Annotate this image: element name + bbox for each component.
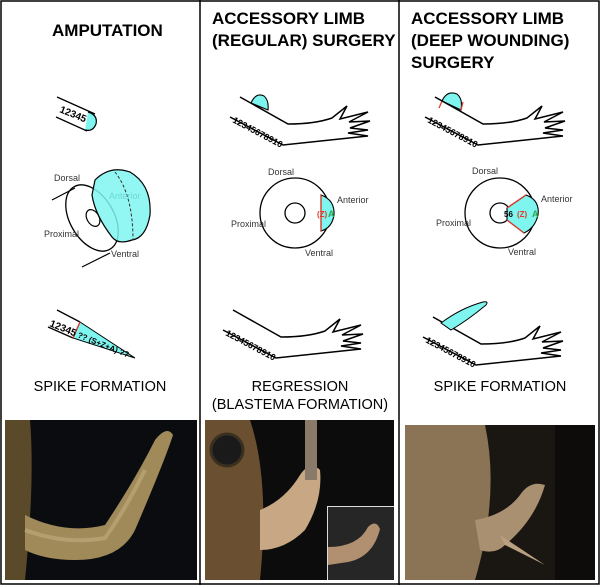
segment-numbers: 12345678910 (424, 335, 477, 370)
photo-amputation-spike (5, 420, 197, 580)
amputation-spike: 12345 ?? (S+Z+A) ?? (47, 309, 136, 360)
title-deep-line2: (DEEP WOUNDING) (411, 31, 569, 50)
label-ventral: Ventral (305, 248, 333, 258)
label-proximal: Proximal (231, 219, 266, 229)
segment-numbers: 12345678910 (426, 115, 479, 150)
label-dorsal: Dorsal (472, 166, 498, 176)
segment-numbers: 12345 (48, 319, 78, 340)
segment-numbers: 12345678910 (231, 115, 284, 150)
spike-label: ?? (S+Z+A) ?? (76, 331, 130, 360)
amputation-cross-section: Dorsal Proximal Ventral Anterior (44, 169, 151, 268)
label-z: (Z) (317, 210, 328, 219)
label-ventral: Ventral (508, 247, 536, 257)
segment-numbers: 12345 (58, 105, 88, 126)
segment-numbers: 12345678910 (224, 328, 277, 363)
label-dorsal: Dorsal (54, 173, 80, 183)
label-z: (Z) (517, 210, 528, 219)
label-anterior: Anterior (337, 195, 369, 205)
photo-inset (327, 506, 394, 580)
caption-regular-line1: REGRESSION (252, 379, 349, 395)
title-regular-line1: ACCESSORY LIMB (212, 9, 365, 28)
deep-spike-limb: 12345678910 (422, 301, 564, 370)
label-ventral: Ventral (111, 249, 139, 259)
amputated-stump: 12345 (55, 96, 97, 132)
regressed-limb: 12345678910 (222, 309, 364, 363)
caption-deep: SPIKE FORMATION (434, 379, 567, 395)
caption-amputation: SPIKE FORMATION (34, 379, 167, 395)
label-proximal: Proximal (44, 229, 79, 239)
limb-with-graft: 12345678910 (229, 94, 371, 150)
label-a: A (532, 209, 539, 219)
photo-regression (205, 420, 394, 580)
photo-deep-spike (405, 425, 595, 580)
title-deep-line1: ACCESSORY LIMB (411, 9, 564, 28)
label-proximal: Proximal (436, 218, 471, 228)
label-anterior: Anterior (109, 191, 141, 201)
label-dorsal: Dorsal (268, 167, 294, 177)
regular-cross-section: Dorsal Proximal Ventral Anterior (Z) A (231, 167, 369, 258)
title-amputation: AMPUTATION (52, 21, 163, 40)
deep-cross-section: Dorsal Proximal Ventral Anterior 56 (Z) … (436, 166, 573, 257)
title-deep-line3: SURGERY (411, 53, 495, 72)
caption-regular-line2: (BLASTEMA FORMATION) (212, 397, 388, 413)
label-a: A (328, 209, 335, 219)
label-anterior: Anterior (541, 194, 573, 204)
label-56: 56 (504, 210, 513, 219)
title-regular-line2: (REGULAR) SURGERY (212, 31, 396, 50)
limb-with-deep-graft: 12345678910 (424, 92, 566, 150)
